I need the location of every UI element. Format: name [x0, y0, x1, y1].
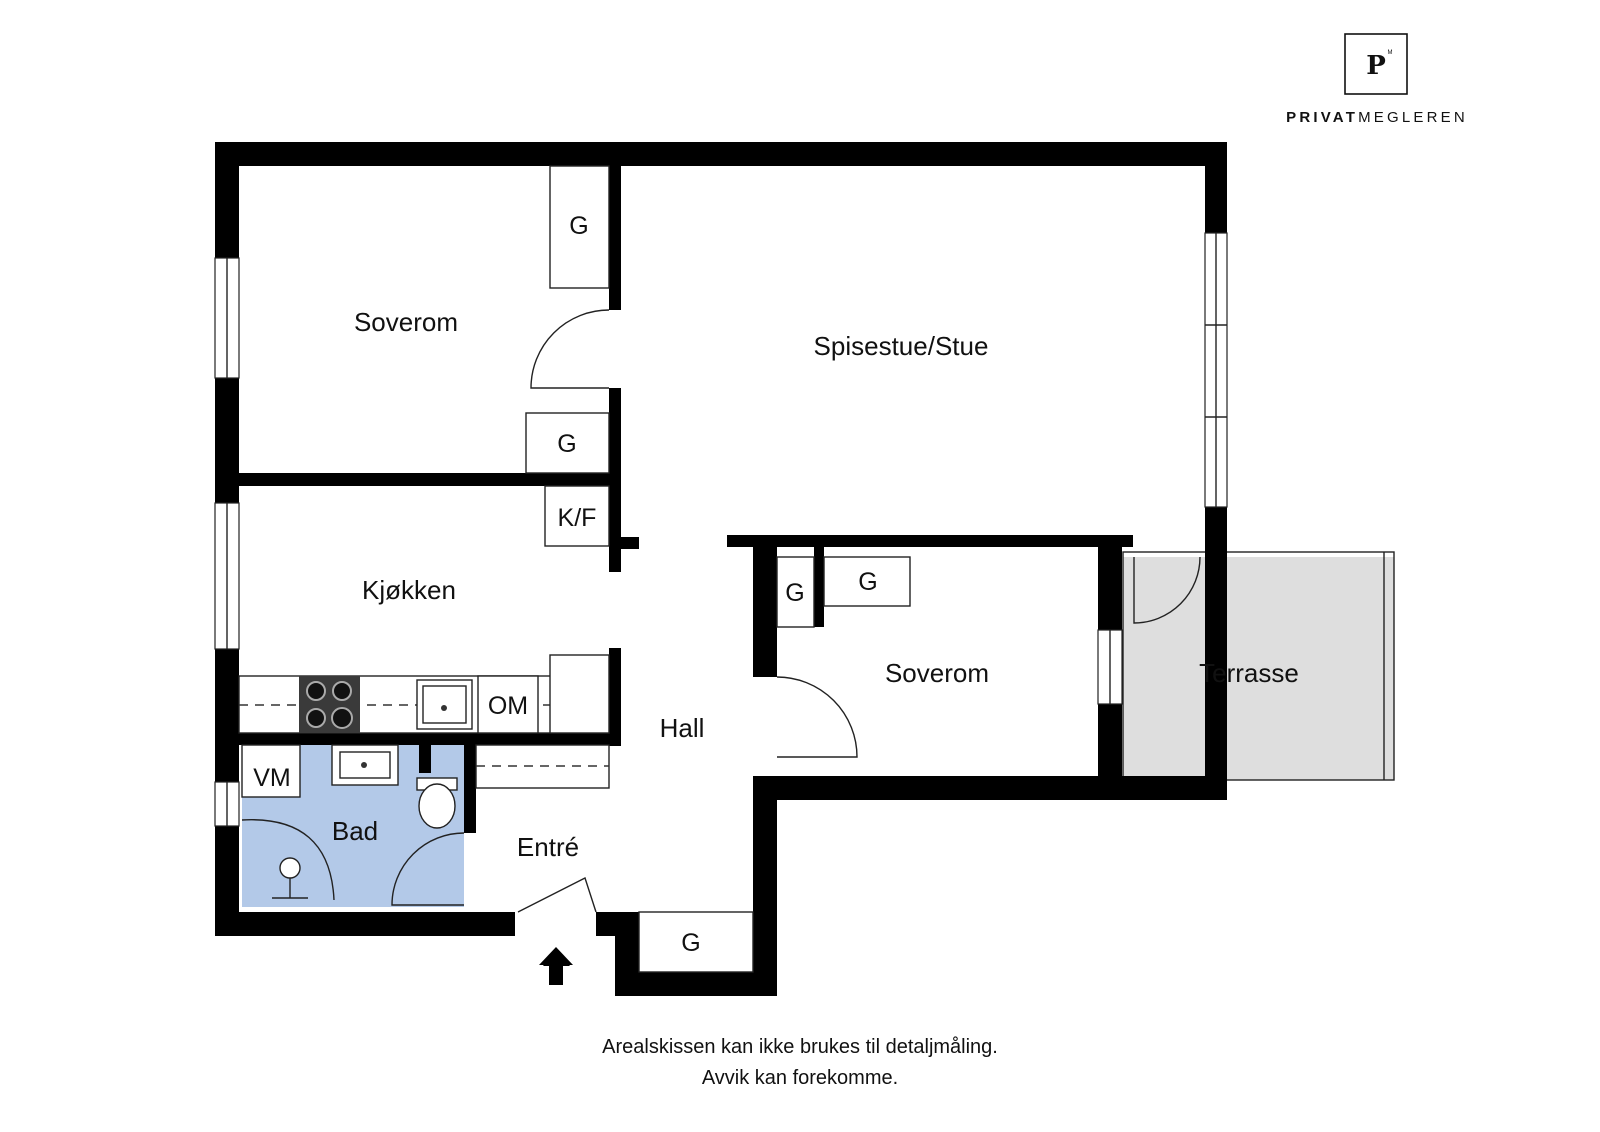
- kitchen-counter: [238, 654, 610, 734]
- door-entry: [517, 877, 597, 913]
- terrace-floor: [1123, 557, 1394, 780]
- wall-closet-divider: [814, 547, 824, 627]
- room-label-kitchen: Kjøkken: [362, 575, 456, 605]
- fixture-label-washing-machine: VM: [253, 764, 291, 792]
- wall-right-lower: [1205, 537, 1227, 800]
- wall-kitchen-right: [609, 648, 621, 746]
- room-label-living: Spisestue/Stue: [814, 331, 989, 361]
- room-label-entry: Entré: [517, 832, 579, 862]
- sink-basin: [422, 685, 467, 724]
- room-label-hall: Hall: [660, 713, 705, 743]
- logo-letter: P: [1366, 51, 1386, 81]
- disclaimer-line2: Avvik kan forekomme.: [702, 1067, 898, 1089]
- interior-walls: [239, 162, 1133, 833]
- wall-bath-right: [464, 745, 476, 833]
- wall-hall-right-lower: [753, 780, 777, 996]
- wall-bath-partition: [419, 745, 431, 773]
- burner: [306, 708, 326, 728]
- fixture-label-closet-mid: G: [557, 430, 576, 458]
- wall-entry-closet-bottom: [615, 972, 777, 996]
- room-label-bathroom: Bad: [332, 816, 378, 846]
- logo-frame: [1344, 33, 1408, 95]
- wall-bed1-kitchen: [239, 473, 621, 486]
- windows: [214, 232, 1228, 827]
- sink-drain: [441, 705, 447, 711]
- fixture-label-closet-bed2-a: G: [785, 579, 804, 607]
- room-label-bedroom2: Soverom: [885, 658, 989, 688]
- door-bedroom1: [530, 309, 610, 389]
- wall-stub: [609, 537, 639, 549]
- wall-bed2-terrace-upper: [1098, 547, 1122, 633]
- wall-bedroom2-left: [753, 547, 777, 677]
- brand-name-part2: MEGLEREN: [1358, 109, 1468, 126]
- room-label-terrace: Terrasse: [1199, 658, 1299, 688]
- wall-bedroom2-top: [727, 535, 1133, 547]
- shower-head: [279, 857, 301, 879]
- fridge-box: [544, 485, 610, 547]
- wall-bed1-right-upper: [609, 162, 621, 310]
- bath-sink-drain: [361, 762, 367, 768]
- disclaimer-line1: Arealskissen kan ikke brukes til detaljm…: [602, 1036, 998, 1058]
- closet-bedroom2-b: [823, 556, 911, 607]
- wall-kitchen-bath: [239, 733, 621, 745]
- wall-bottom-left: [215, 912, 515, 936]
- wall-bedroom2-bottom: [753, 776, 1227, 800]
- burner: [332, 681, 352, 701]
- doors: [391, 309, 1201, 913]
- brand-name-part1: PRIVAT: [1286, 109, 1358, 126]
- entry-arrow-shape: [539, 947, 573, 985]
- toilet-bowl: [418, 783, 456, 829]
- washing-machine-box: [241, 744, 301, 798]
- closet-entry-box: [638, 911, 754, 973]
- logo-superscript: M: [1388, 50, 1393, 56]
- door-terrace: [1133, 556, 1201, 624]
- door-bedroom2: [776, 676, 858, 758]
- burner: [306, 681, 326, 701]
- tall-cabinet: [549, 654, 610, 734]
- burner: [331, 707, 353, 729]
- closet-bedroom1-bottom: [525, 412, 610, 474]
- wall-bed2-terrace-lower: [1098, 704, 1122, 800]
- room-label-bedroom1: Soverom: [354, 307, 458, 337]
- fixture-label-dishwasher: OM: [488, 692, 528, 720]
- brand-logo: P M PRIVATMEGLEREN: [1286, 33, 1468, 126]
- fixtures: [241, 165, 911, 973]
- closet-bedroom1-top: [549, 165, 610, 289]
- wall-top: [215, 142, 1227, 166]
- dishwasher-box: [477, 675, 539, 734]
- brand-name: PRIVATMEGLEREN: [1286, 109, 1468, 126]
- door-bathroom: [391, 832, 465, 906]
- shower-curtain: [241, 819, 335, 901]
- terrace-outline: [1122, 551, 1395, 781]
- fixture-label-closet-top: G: [569, 212, 588, 240]
- fixture-label-closet-entry: G: [681, 929, 700, 957]
- fixture-label-closet-bed2-b: G: [858, 568, 877, 596]
- fixture-label-fridge: K/F: [558, 504, 597, 532]
- closet-bedroom2-a: [776, 556, 815, 628]
